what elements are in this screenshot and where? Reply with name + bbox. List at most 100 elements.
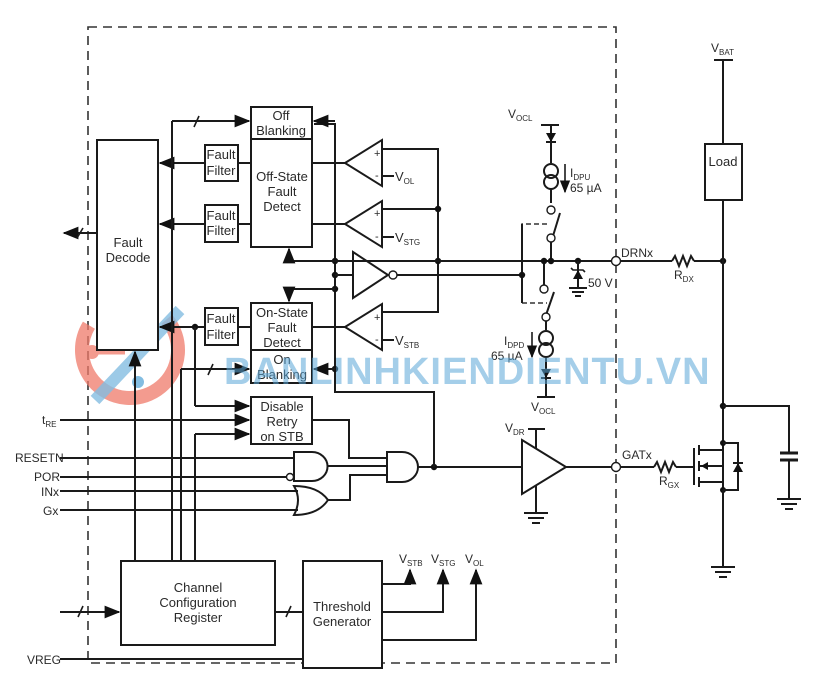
svg-text:Blanking: Blanking xyxy=(256,123,306,138)
svg-text:Threshold: Threshold xyxy=(313,599,371,614)
pin-gatx xyxy=(610,461,622,473)
svg-text:Register: Register xyxy=(174,610,223,625)
resistor-rgx-label: RGX xyxy=(659,474,680,490)
vbat-label: VBAT xyxy=(711,41,734,57)
on-blanking-label-2: Blanking xyxy=(257,367,307,382)
threshold-label-1: Threshold xyxy=(313,599,371,614)
capacitor xyxy=(777,451,801,510)
svg-text:Fault: Fault xyxy=(114,235,143,250)
svg-text:Generator: Generator xyxy=(313,614,372,629)
pullup-current-source: VOCL IDPU 65 µA xyxy=(508,107,602,261)
svg-text:Filter: Filter xyxy=(207,163,237,178)
svg-text:-: - xyxy=(375,231,379,243)
svg-text:Fault: Fault xyxy=(207,147,236,162)
zener-diode: 50 V xyxy=(569,257,613,297)
off-blanking-label-1: Off xyxy=(272,108,289,123)
threshold-out-vstg: VSTG xyxy=(431,552,455,568)
svg-text:Fault: Fault xyxy=(268,184,297,199)
svg-text:On-State: On-State xyxy=(256,305,308,320)
config-label-1: Channel xyxy=(174,580,223,595)
svg-text:65 µA: 65 µA xyxy=(491,349,523,363)
junction-dot xyxy=(547,257,555,265)
load-block xyxy=(704,143,743,201)
load-label: Load xyxy=(709,154,738,169)
svg-text:Decode: Decode xyxy=(106,250,151,265)
config-label-3: Register xyxy=(174,610,223,625)
pulldown-current-source: IDPD 65 µA VOCL xyxy=(491,261,556,416)
input-gx-label: Gx xyxy=(43,504,58,518)
comparator-vstb: + - VSTB xyxy=(312,209,439,352)
off-state-fault-detect-block xyxy=(250,138,313,248)
svg-text:VOCL: VOCL xyxy=(508,107,533,123)
svg-text:VOCL: VOCL xyxy=(531,400,556,416)
disable-retry-block xyxy=(250,396,313,445)
svg-text:IDPU: IDPU xyxy=(570,166,590,182)
off-state-label-2: Fault xyxy=(268,184,297,199)
svg-text:on STB: on STB xyxy=(260,429,303,444)
fault-filter-2: Fault Filter xyxy=(204,204,239,243)
mosfet xyxy=(693,440,743,493)
ground-symbol xyxy=(711,566,735,578)
svg-text:Configuration: Configuration xyxy=(159,595,236,610)
threshold-out-vstb: VSTB xyxy=(399,552,423,568)
on-state-label-1: On-State xyxy=(256,305,308,320)
channel-config-register-block xyxy=(120,560,276,646)
svg-text:+: + xyxy=(374,148,380,160)
svg-text:Off-State: Off-State xyxy=(256,169,308,184)
pin-gatx-label: GATx xyxy=(622,448,652,462)
fault-decode-block xyxy=(96,139,159,351)
input-resetn-label: RESETN xyxy=(15,451,64,465)
svg-text:Fault: Fault xyxy=(268,320,297,335)
svg-text:VOL: VOL xyxy=(395,169,415,186)
or-gate xyxy=(292,484,330,517)
watermark-text: BANLINHKIENDIENTU.VN xyxy=(224,351,711,393)
threshold-out-vol: VOL xyxy=(465,552,484,568)
comparator-vstg: + - VSTG xyxy=(312,199,438,249)
junction-dot xyxy=(518,271,526,279)
off-state-label-1: Off-State xyxy=(256,169,308,184)
input-por-label: POR xyxy=(34,470,60,484)
wire-to-off-detect xyxy=(282,247,335,264)
svg-text:-: - xyxy=(375,170,379,182)
svg-text:On: On xyxy=(273,352,290,367)
svg-text:Filter: Filter xyxy=(207,327,237,342)
and-gate-2 xyxy=(386,451,419,483)
svg-text:Channel: Channel xyxy=(174,580,223,595)
bus-slash xyxy=(76,227,84,239)
svg-text:Fault: Fault xyxy=(207,208,236,223)
svg-text:Detect: Detect xyxy=(263,335,301,350)
input-vreg-label: VREG xyxy=(27,653,61,667)
wire-to-on-detect xyxy=(282,286,335,303)
inverter-buffer xyxy=(335,250,522,300)
wire-disable-retry-and2 xyxy=(312,419,387,459)
gate-driver-buffer: VDR xyxy=(505,421,612,524)
junction-dot xyxy=(434,205,442,213)
disable-retry-label-1: Disable xyxy=(260,399,303,414)
off-blanking-label-2: Blanking xyxy=(256,123,306,138)
wire-vstg-out xyxy=(382,568,450,613)
bus-slash xyxy=(207,363,214,376)
on-state-label-3: Detect xyxy=(263,335,301,350)
comparator-vol: + - VOL xyxy=(312,138,439,209)
bus-slash xyxy=(285,605,292,618)
wire-vstb-out xyxy=(382,568,417,585)
svg-text:+: + xyxy=(374,312,380,324)
bus-slash xyxy=(193,115,200,128)
svg-text:tRE: tRE xyxy=(42,413,56,429)
disable-retry-label-3: on STB xyxy=(260,429,303,444)
on-blanking-block xyxy=(250,349,313,384)
wire-vol-out xyxy=(382,568,483,641)
pin-drnx-label: DRNx xyxy=(621,246,653,260)
svg-text:-: - xyxy=(375,334,379,346)
fault-decode-label-1: Fault xyxy=(114,235,143,250)
svg-text:Blanking: Blanking xyxy=(257,367,307,382)
resistor-rdx-label: RDX xyxy=(674,268,694,284)
on-state-label-2: Fault xyxy=(268,320,297,335)
resistor-rdx xyxy=(671,253,695,269)
svg-text:Off: Off xyxy=(272,108,289,123)
svg-text:Fault: Fault xyxy=(207,311,236,326)
fault-decode-label-2: Decode xyxy=(106,250,151,265)
svg-text:VSTB: VSTB xyxy=(395,333,419,350)
svg-text:VSTG: VSTG xyxy=(395,230,420,247)
